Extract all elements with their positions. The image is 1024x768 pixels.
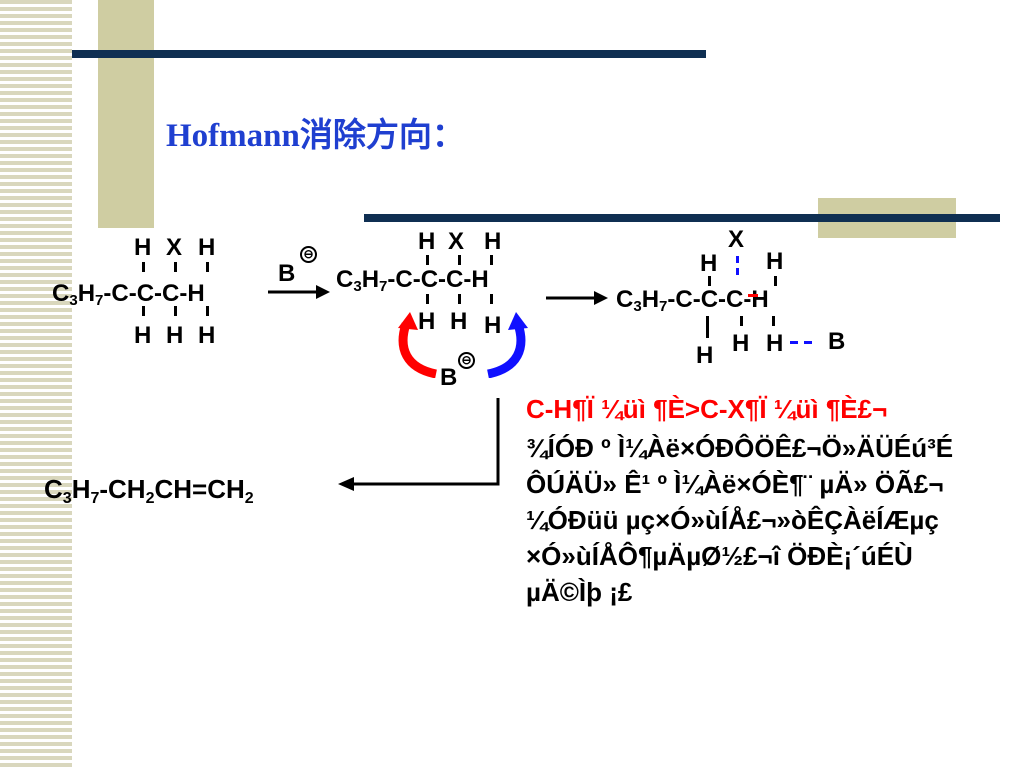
bond bbox=[490, 294, 493, 304]
bond bbox=[426, 294, 429, 304]
mol2-top-h1: H bbox=[418, 228, 436, 255]
base-label: B bbox=[440, 364, 458, 391]
product-arrow bbox=[338, 398, 500, 491]
bond bbox=[708, 276, 711, 286]
bond bbox=[774, 276, 777, 286]
reaction-arrow-1 bbox=[268, 285, 330, 299]
partial-double-bond bbox=[748, 294, 758, 297]
accent-line-top bbox=[72, 50, 706, 58]
bond bbox=[206, 306, 209, 316]
bond bbox=[426, 255, 429, 265]
mol3-chain: C3H7-C-C-C-H bbox=[616, 286, 769, 315]
dashed-bond bbox=[736, 268, 739, 275]
mol3-bot-h3: H bbox=[766, 330, 784, 357]
mol2-bot-h2: H bbox=[450, 308, 468, 335]
curved-arrow-blue-icon bbox=[486, 312, 528, 378]
decorative-block-left bbox=[98, 0, 154, 228]
mol2-top-x: X bbox=[448, 228, 465, 255]
mol1-bot-h3: H bbox=[198, 322, 216, 349]
mol1-bot-h1: H bbox=[134, 322, 152, 349]
bond bbox=[174, 306, 177, 316]
accent-line-middle bbox=[364, 214, 1000, 222]
dashed-bond bbox=[736, 256, 739, 263]
mol3-top-h2: H bbox=[766, 248, 784, 275]
product-formula: C3H7-CH2CH=CH2 bbox=[44, 474, 254, 507]
mol2-top-h2: H bbox=[484, 228, 502, 255]
bond bbox=[458, 255, 461, 265]
negative-charge-icon: ⊖ bbox=[300, 246, 317, 263]
mol2-bot-h1: H bbox=[418, 308, 436, 335]
mol1-chain: C3H7-C-C-C-H bbox=[52, 280, 205, 309]
mol1-top-x: X bbox=[166, 234, 183, 261]
bond bbox=[772, 316, 775, 326]
reaction-arrow-2 bbox=[546, 291, 608, 305]
mol3-top-x: X bbox=[728, 226, 745, 253]
bond bbox=[206, 262, 209, 272]
mol3-bot-h1: H bbox=[696, 342, 714, 369]
bond bbox=[142, 306, 145, 316]
mol3-top-h1: H bbox=[700, 250, 718, 277]
bond bbox=[458, 294, 461, 304]
mol1-top-h1: H bbox=[134, 234, 152, 261]
slide-title: Hofmann消除方向： bbox=[166, 118, 465, 154]
explanation-red-line: C-H¶Ï ¼üì ¶È>C-X¶Ï ¼üì ¶È£¬ bbox=[526, 394, 888, 424]
bond bbox=[740, 316, 743, 326]
bond bbox=[706, 316, 709, 338]
mol3-bot-h2: H bbox=[732, 330, 750, 357]
dashed-bond bbox=[790, 341, 798, 344]
decorative-stripes bbox=[0, 0, 72, 768]
mol2-bot-h3: H bbox=[484, 312, 502, 339]
explanation-text: ¾ÍÓÐ º Ì¼Àë×ÓÐÔÖÊ£¬Ö»ÄÜÉú³É ÔÚÄÜ» Ê¹ º Ì… bbox=[526, 433, 954, 607]
curved-arrow-red-icon bbox=[398, 312, 438, 378]
mol2-chain: C3H7-C-C-C-H bbox=[336, 266, 489, 295]
bond bbox=[174, 262, 177, 272]
mol3-base: B bbox=[828, 328, 846, 355]
dashed-bond bbox=[804, 341, 812, 344]
negative-charge-icon: ⊖ bbox=[458, 352, 475, 369]
bond bbox=[490, 255, 493, 265]
bond bbox=[142, 262, 145, 272]
mol1-bot-h2: H bbox=[166, 322, 184, 349]
mol1-top-h2: H bbox=[198, 234, 216, 261]
base-label: B bbox=[278, 260, 296, 287]
